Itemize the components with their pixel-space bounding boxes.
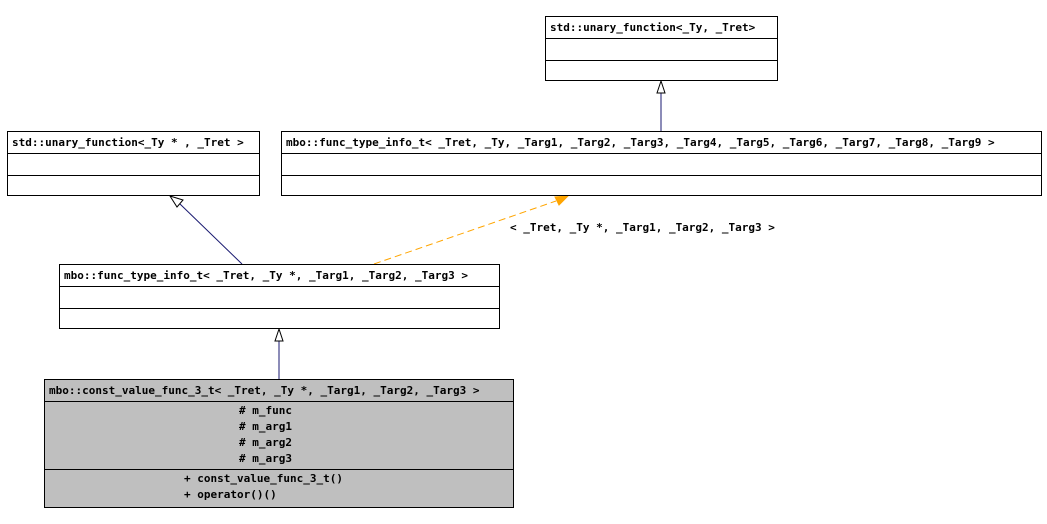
method-call-operator: + operator()() — [184, 488, 277, 501]
template-parameters-label: < _Tret, _Ty *, _Targ1, _Targ2, _Targ3 > — [510, 221, 775, 234]
attributes-section: # m_func # m_arg1 # m_arg2 # m_arg3 — [45, 402, 513, 470]
attributes-section — [60, 287, 499, 309]
template-instance-arrowhead — [554, 195, 570, 206]
methods-section: + const_value_func_3_t() + operator()() — [45, 470, 513, 508]
class-title: mbo::func_type_info_t< _Tret, _Ty *, _Ta… — [60, 265, 499, 287]
class-title: std::unary_function<_Ty * , _Tret > — [8, 132, 259, 154]
class-title: mbo::func_type_info_t< _Tret, _Ty, _Targ… — [282, 132, 1041, 154]
attribute-m-arg2: # m_arg2 — [239, 436, 292, 449]
methods-section — [8, 176, 259, 196]
class-std-unary-function-ty-tret[interactable]: std::unary_function<_Ty, _Tret> — [545, 16, 778, 81]
method-constructor: + const_value_func_3_t() — [184, 472, 343, 485]
inheritance-arrowhead — [274, 327, 284, 342]
attributes-section — [8, 154, 259, 176]
template-instance-edge — [373, 200, 557, 265]
inheritance-arrowhead — [656, 79, 666, 94]
class-title: mbo::const_value_func_3_t< _Tret, _Ty *,… — [45, 380, 513, 402]
attribute-m-arg1: # m_arg1 — [239, 420, 292, 433]
attribute-m-func: # m_func — [239, 404, 292, 417]
class-mbo-func-type-info-partial[interactable]: mbo::func_type_info_t< _Tret, _Ty *, _Ta… — [59, 264, 500, 329]
methods-section — [60, 309, 499, 329]
class-mbo-func-type-info-full[interactable]: mbo::func_type_info_t< _Tret, _Ty, _Targ… — [281, 131, 1042, 196]
inheritance-arrowhead — [168, 195, 184, 208]
methods-section — [282, 176, 1041, 196]
inheritance-edge-unary-function-ptr — [179, 203, 243, 265]
class-mbo-const-value-func-3-t[interactable]: mbo::const_value_func_3_t< _Tret, _Ty *,… — [44, 379, 514, 508]
class-title: std::unary_function<_Ty, _Tret> — [546, 17, 777, 39]
class-std-unary-function-typtr-tret[interactable]: std::unary_function<_Ty * , _Tret > — [7, 131, 260, 196]
attributes-section — [546, 39, 777, 61]
attribute-m-arg3: # m_arg3 — [239, 452, 292, 465]
methods-section — [546, 61, 777, 81]
attributes-section — [282, 154, 1041, 176]
